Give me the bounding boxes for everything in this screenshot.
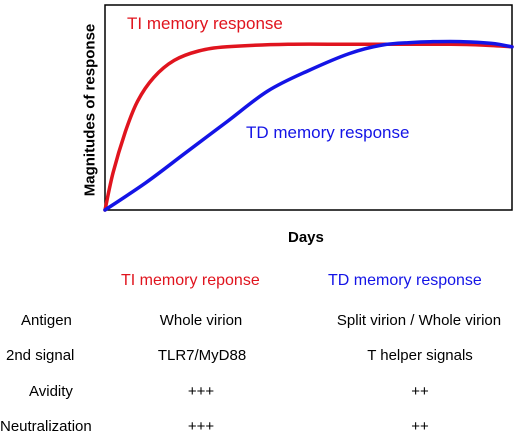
plot-frame [104,4,513,211]
chart-axes [104,4,513,211]
cell-neutralization-td: ++ [411,418,429,435]
cell-2nd-signal-td: T helper signals [367,347,473,364]
row-label-avidity: Avidity [29,383,73,400]
cell-2nd-signal-ti: TLR7/MyD88 [157,347,247,364]
row-label-2nd-signal: 2nd signal [6,347,75,364]
response-chart [103,4,514,212]
cell-antigen-ti: Whole virion [159,312,243,329]
y-axis-label: Magnitudes of response [81,23,99,197]
cell-avidity-td: ++ [411,383,429,400]
ti-memory-response-curve [103,42,514,212]
series-label-td: TD memory response [246,123,410,142]
cell-antigen-td: Split virion / Whole virion [336,312,502,329]
column-header-ti: TI memory reponse [121,272,260,289]
x-axis-label: Days [288,229,324,246]
column-header-td: TD memory response [328,272,482,289]
series-label-ti: TI memory response [127,14,283,33]
chart-curves [103,39,514,212]
td-memory-response-curve [103,39,514,212]
row-label-antigen: Antigen [21,312,72,329]
cell-neutralization-ti: +++ [187,418,215,435]
row-label-neutralization: Neutralization [0,418,92,435]
cell-avidity-ti: +++ [187,383,215,400]
